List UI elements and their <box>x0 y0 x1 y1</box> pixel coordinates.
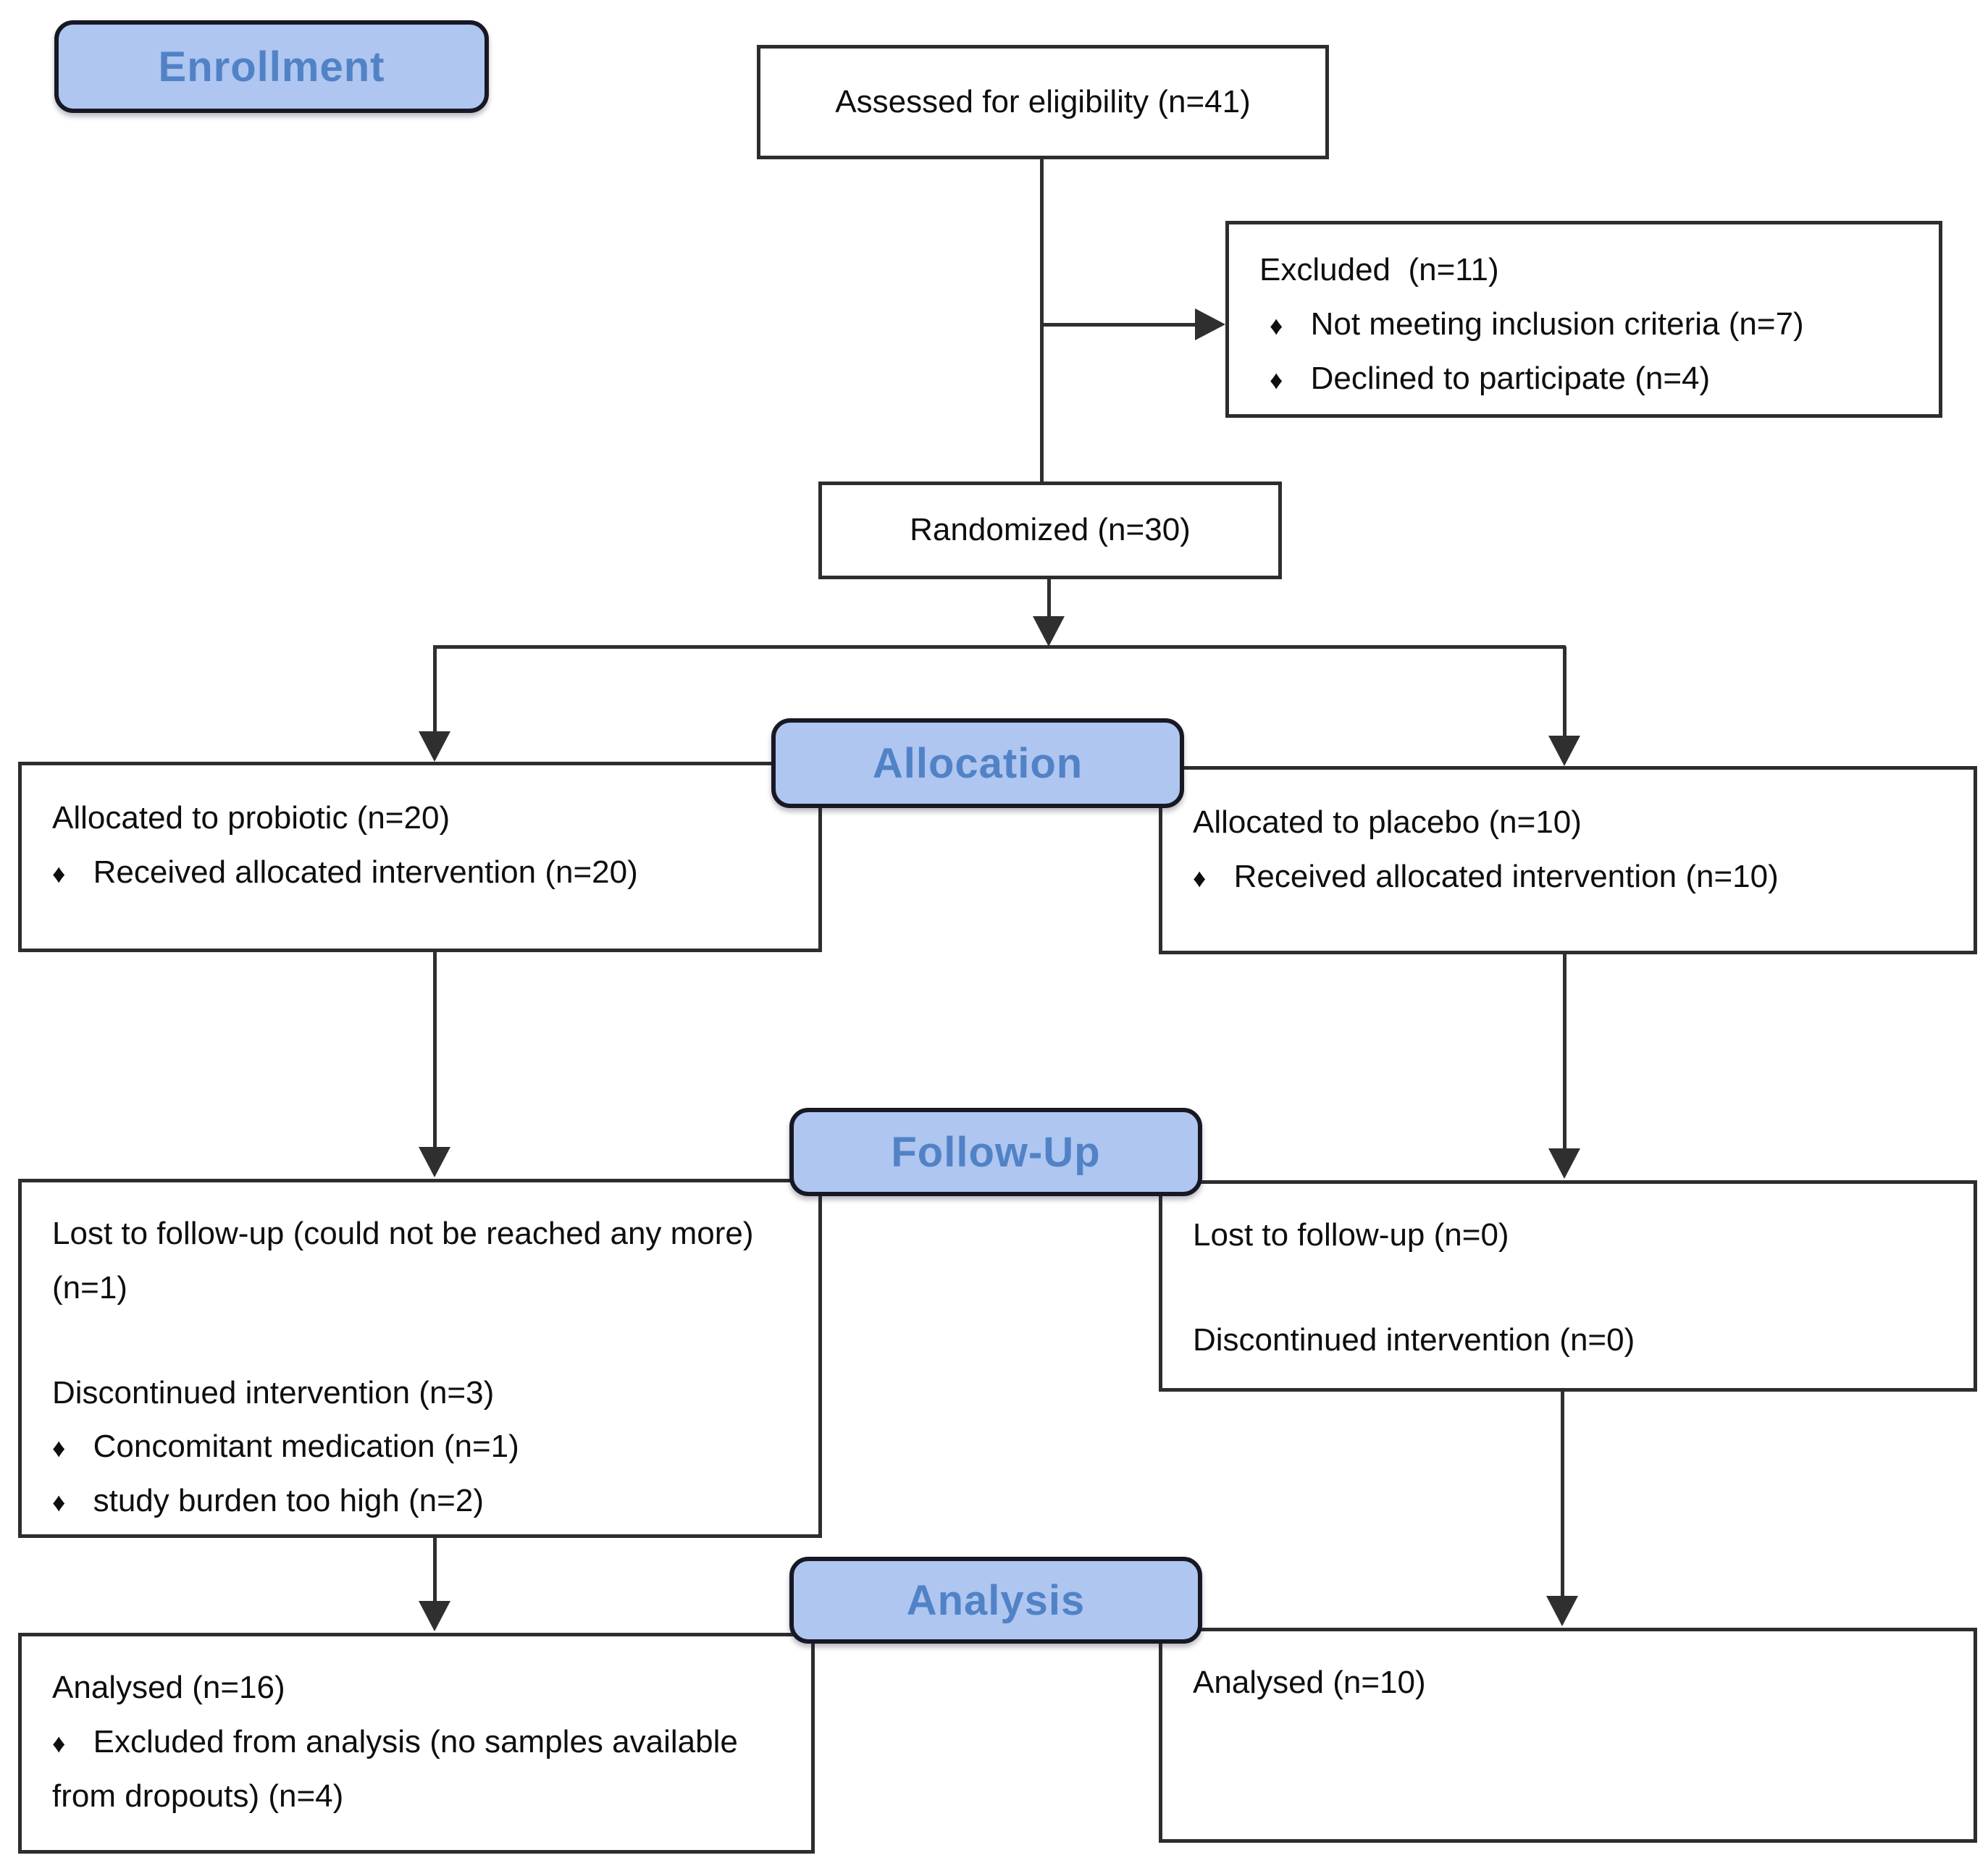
followup-placebo-discontinued: Discontinued intervention (n=0) <box>1193 1321 1635 1358</box>
randomized-text: Randomized (n=30) <box>910 512 1191 548</box>
connector-followup-analysis-left <box>433 1538 437 1605</box>
diamond-bullet-icon: ♦ <box>52 858 66 888</box>
analysed-probiotic-title: Analysed (n=16) <box>52 1670 285 1705</box>
diamond-bullet-icon: ♦ <box>52 1487 66 1518</box>
enrollment-stage-badge: Enrollment <box>54 20 489 113</box>
followup-probiotic-lost: Lost to follow-up (could not be reached … <box>52 1216 763 1306</box>
connector-to-excluded <box>1041 323 1198 327</box>
followup-placebo-lost: Lost to follow-up (n=0) <box>1193 1217 1509 1253</box>
excluded-box: Excluded (n=11) ♦ Not meeting inclusion … <box>1225 221 1942 418</box>
diamond-bullet-icon: ♦ <box>1193 862 1207 893</box>
diamond-bullet-icon: ♦ <box>52 1728 66 1758</box>
allocated-probiotic-title: Allocated to probiotic (n=20) <box>52 800 450 836</box>
diamond-bullet-icon: ♦ <box>1270 310 1283 340</box>
followup-probiotic-box: Lost to follow-up (could not be reached … <box>18 1179 822 1538</box>
connector-randomized-branch <box>1047 579 1051 620</box>
connector-alloc-followup-left <box>433 952 437 1150</box>
arrow-right-icon <box>1195 308 1225 340</box>
followup-stage-label: Follow-Up <box>891 1128 1101 1176</box>
analysed-placebo-box: Analysed (n=10) <box>1159 1628 1977 1843</box>
analysed-probiotic-bullet: ♦ Excluded from analysis (no samples ava… <box>52 1723 747 1814</box>
enrollment-stage-label: Enrollment <box>158 43 385 91</box>
allocated-placebo-box: Allocated to placebo (n=10) ♦ Received a… <box>1159 766 1977 954</box>
assessed-text: Assessed for eligibility (n=41) <box>835 83 1251 119</box>
excluded-title: Excluded (n=11) <box>1259 252 1499 287</box>
followup-stage-badge: Follow-Up <box>789 1108 1202 1196</box>
analysis-stage-badge: Analysis <box>789 1557 1202 1644</box>
diamond-bullet-icon: ♦ <box>52 1433 66 1463</box>
analysed-placebo-title: Analysed (n=10) <box>1193 1665 1426 1700</box>
allocated-placebo-title: Allocated to placebo (n=10) <box>1193 804 1582 840</box>
connector-followup-analysis-right <box>1561 1392 1564 1599</box>
followup-probiotic-bullet: ♦ Concomitant medication (n=1) <box>52 1429 519 1465</box>
branch-line <box>433 645 1566 649</box>
followup-probiotic-bullet: ♦ study burden too high (n=2) <box>52 1483 484 1519</box>
analysis-stage-label: Analysis <box>906 1576 1086 1624</box>
randomized-box: Randomized (n=30) <box>818 482 1282 579</box>
followup-probiotic-discontinued: Discontinued intervention (n=3) <box>52 1374 495 1410</box>
arrow-down-icon <box>1033 616 1065 647</box>
allocation-stage-label: Allocation <box>872 739 1083 787</box>
connector-assessed-randomized <box>1040 159 1044 482</box>
arrow-down-icon <box>1546 1596 1578 1626</box>
excluded-bullet: ♦ Not meeting inclusion criteria (n=7) <box>1270 306 1804 342</box>
arrow-down-icon <box>419 731 450 762</box>
followup-placebo-box: Lost to follow-up (n=0) Discontinued int… <box>1159 1180 1977 1392</box>
connector-branch-alloc-left <box>433 647 437 733</box>
analysed-probiotic-box: Analysed (n=16) ♦ Excluded from analysis… <box>18 1633 815 1854</box>
arrow-down-icon <box>419 1601 450 1631</box>
allocated-probiotic-bullet: ♦ Received allocated intervention (n=20) <box>52 854 638 890</box>
assessed-box: Assessed for eligibility (n=41) <box>757 45 1329 159</box>
allocation-stage-badge: Allocation <box>771 718 1184 808</box>
arrow-down-icon <box>1548 736 1580 766</box>
allocated-placebo-bullet: ♦ Received allocated intervention (n=10) <box>1193 858 1779 894</box>
excluded-bullet: ♦ Declined to participate (n=4) <box>1270 360 1711 396</box>
connector-branch-alloc-right <box>1563 647 1567 738</box>
arrow-down-icon <box>419 1147 450 1177</box>
arrow-down-icon <box>1548 1148 1580 1179</box>
connector-alloc-followup-right <box>1563 954 1567 1151</box>
allocated-probiotic-box: Allocated to probiotic (n=20) ♦ Received… <box>18 762 822 952</box>
diamond-bullet-icon: ♦ <box>1270 364 1283 395</box>
